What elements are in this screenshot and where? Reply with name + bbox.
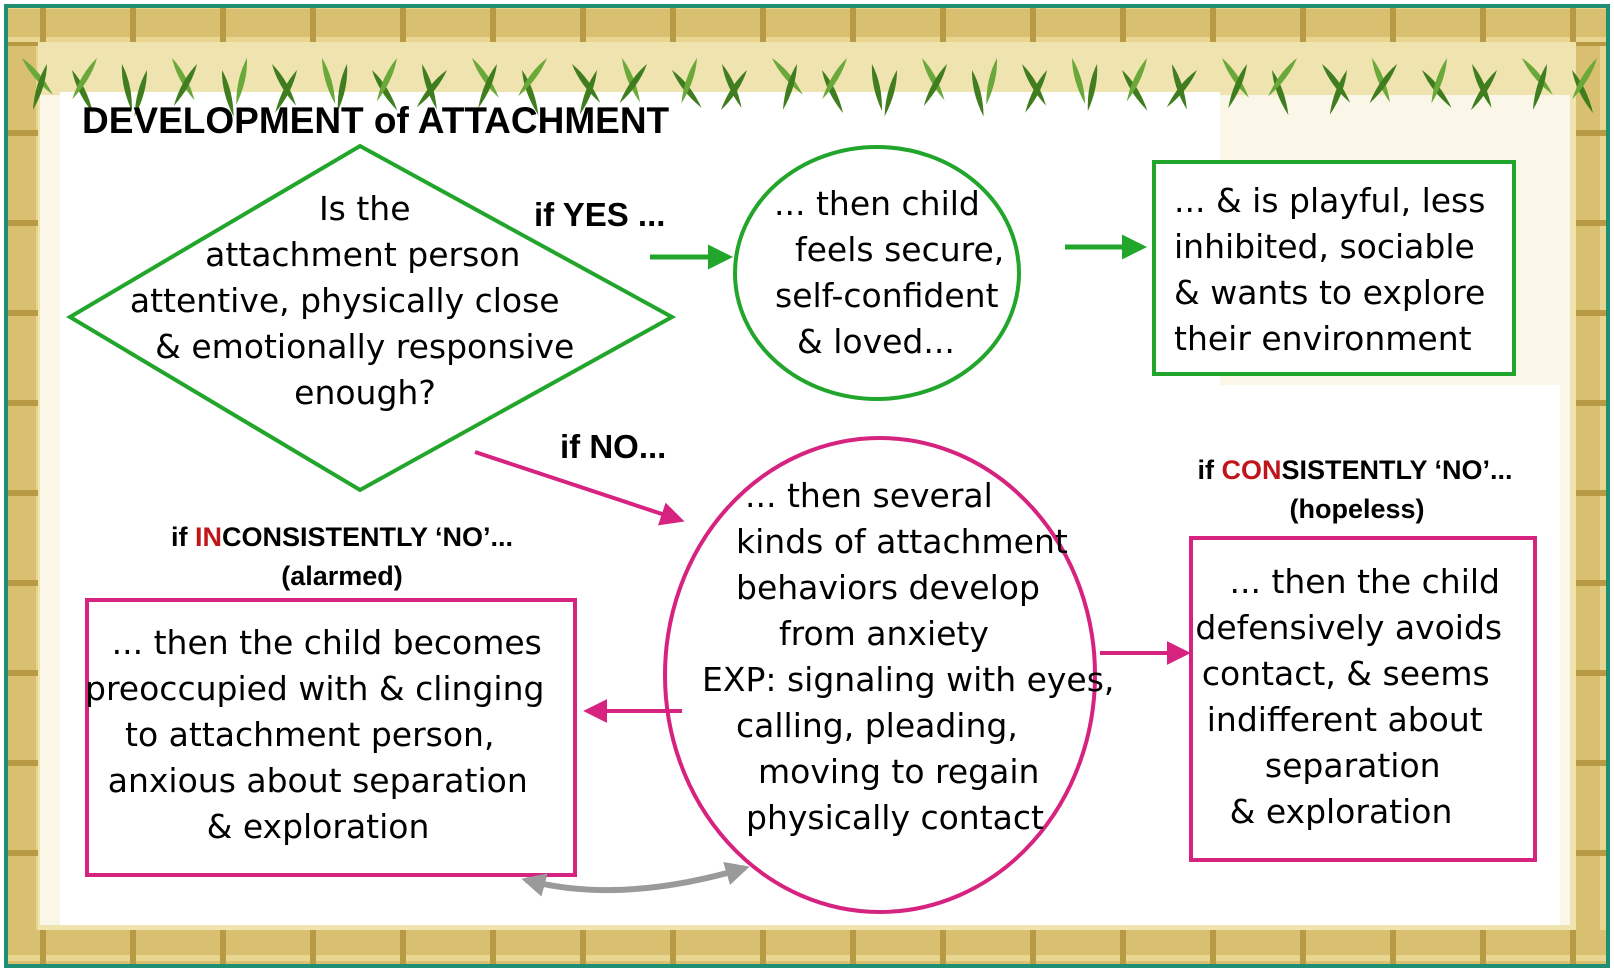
bamboo-leaf	[1532, 64, 1547, 110]
bamboo-leaf	[372, 70, 398, 111]
bamboo-leaf	[1228, 64, 1247, 109]
bamboo-leaf	[173, 64, 197, 106]
bamboo-leaf	[1126, 58, 1147, 102]
bamboo-leaf	[272, 64, 296, 106]
bamboo-leaf	[416, 70, 447, 108]
bamboo-leaf	[72, 58, 97, 100]
oscillation-arrow	[521, 861, 750, 897]
bamboo-leaf	[522, 70, 539, 116]
bamboo-leaf	[1122, 70, 1148, 111]
consistent-label: if CONSISTENTLY ‘NO’...	[1197, 455, 1512, 485]
bamboo-leaf	[422, 64, 437, 110]
page-title: DEVELOPMENT of ATTACHMENT	[82, 100, 670, 141]
secure-circle	[733, 145, 1021, 401]
bamboo-leaf	[1172, 64, 1187, 110]
bamboo-leaf	[720, 70, 747, 111]
preoccupied-box	[85, 598, 577, 877]
bamboo-leaf	[772, 58, 803, 95]
bamboo-leaf	[1329, 70, 1347, 115]
avoidant-box	[1189, 536, 1537, 862]
bamboo-leaf	[1522, 58, 1553, 95]
anxiety-circle	[663, 436, 1097, 914]
secure-text: ... then child feels secure, self-confid…	[774, 184, 1015, 361]
bamboo-leaf	[1322, 64, 1351, 103]
bamboo-leaf	[822, 58, 847, 100]
decision-diamond	[66, 143, 677, 493]
bamboo-leaf	[722, 64, 742, 108]
consistent-sublabel: (hopeless)	[1289, 494, 1424, 524]
bamboo-leaf	[871, 64, 882, 111]
bamboo-leaf	[572, 64, 601, 103]
bamboo-leaf	[1166, 70, 1197, 108]
bamboo-leaf	[72, 70, 94, 114]
bamboo-leaf	[1472, 64, 1492, 108]
bamboo-leaf	[1470, 70, 1497, 111]
bamboo-leaf	[619, 64, 647, 104]
inconsistent-sublabel: (alarmed)	[281, 561, 403, 591]
bamboo-leaf	[1572, 58, 1597, 100]
bamboo-leaves	[22, 58, 1597, 117]
bamboo-leaf	[121, 64, 132, 111]
bamboo-leaf	[923, 64, 947, 106]
bamboo-leaf	[1369, 64, 1397, 104]
bamboo-leaf	[822, 70, 844, 114]
bamboo-leaf	[1372, 58, 1390, 103]
bamboo-leaf	[922, 58, 945, 101]
bamboo-leaf	[1087, 64, 1098, 112]
anxiety-text: ... then several kinds of attachment beh…	[702, 476, 1125, 837]
playful-text: ... & is playful, less inhibited, sociab…	[1174, 181, 1496, 358]
bamboo-leaf	[579, 70, 597, 115]
bamboo-leaf	[782, 64, 797, 110]
avoidant-text: ... then the child defensively avoids co…	[1195, 562, 1512, 831]
yes-label: if YES ...	[534, 196, 665, 233]
preoccupied-text: ... then the child becomes preoccupied w…	[85, 623, 555, 846]
no-label: if NO...	[560, 428, 666, 465]
bamboo-leaf	[518, 58, 547, 97]
bamboo-leaf	[1072, 58, 1086, 105]
bamboo-leaf	[1025, 70, 1047, 113]
bamboo-leaf	[275, 70, 297, 113]
bamboo-leaf	[1022, 64, 1046, 106]
no-arrow	[474, 450, 685, 526]
bamboo-leaf	[1272, 70, 1289, 116]
bamboo-leaf	[134, 70, 148, 117]
outer-border	[4, 4, 1610, 968]
bamboo-leaf	[1572, 70, 1594, 114]
bamboo-leaf	[478, 64, 497, 109]
bamboo-leaf	[22, 58, 53, 95]
bamboo-leaf	[1222, 58, 1249, 98]
bamboo-leaf	[32, 64, 47, 110]
bamboo-leaf	[986, 58, 998, 105]
decision-question: Is the attachment person attentive, phys…	[130, 189, 585, 412]
bamboo-leaf	[221, 70, 234, 117]
bamboo-leaf	[884, 70, 898, 117]
bamboo-leaf	[1268, 58, 1297, 97]
bamboo-leaf	[376, 58, 397, 102]
bamboo-leaf	[971, 70, 984, 117]
bamboo-leaf	[236, 58, 248, 105]
bamboo-leaf	[337, 64, 348, 112]
bamboo-leaf	[681, 58, 697, 104]
inconsistent-label: if INCONSISTENTLY ‘NO’...	[171, 522, 513, 552]
playful-box	[1152, 160, 1516, 376]
bamboo-leaf	[172, 58, 195, 101]
bamboo-leaf	[622, 58, 640, 103]
bamboo-leaf	[1431, 58, 1447, 104]
bamboo-leaf	[472, 58, 499, 98]
bamboo-leaf	[322, 58, 336, 105]
